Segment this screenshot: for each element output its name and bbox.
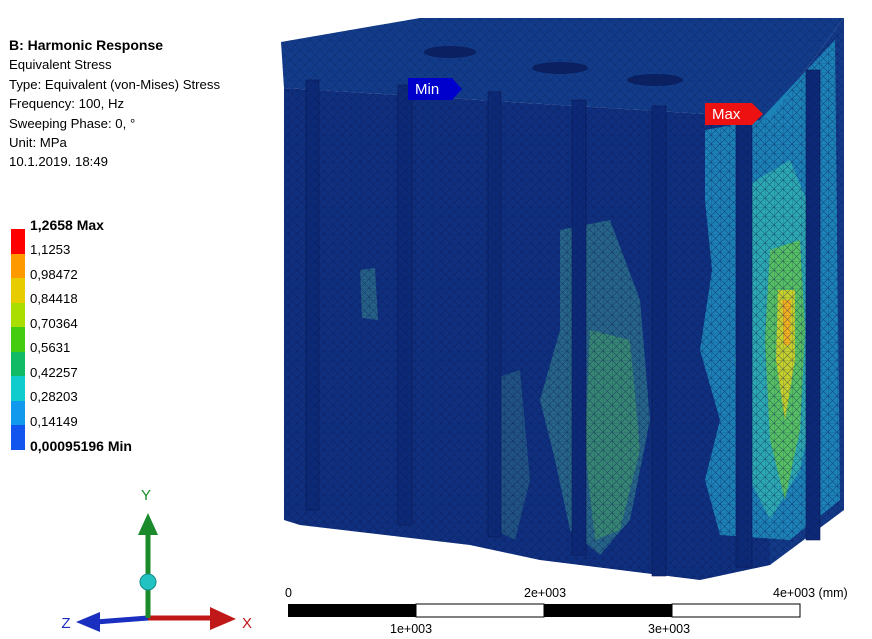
legend-label: 0,5631 <box>30 340 71 355</box>
legend-label: 0,14149 <box>30 413 78 429</box>
legend-swatch <box>11 400 25 425</box>
legend-label: 0,28203 <box>30 389 78 404</box>
analysis-title: B: Harmonic Response <box>9 37 164 53</box>
info-line-phase: Sweeping Phase: 0, ° <box>9 115 136 131</box>
scale-label-4e3: 4e+003 (mm) <box>773 586 848 600</box>
info-line-frequency: Frequency: 100, Hz <box>9 96 125 112</box>
scale-label-2e3: 2e+003 <box>524 586 567 600</box>
min-probe-flag <box>408 78 462 100</box>
y-axis-label: Y <box>141 487 151 504</box>
z-axis-line <box>95 615 149 625</box>
legend-label: 0,84418 <box>30 291 78 306</box>
legend-label: 1,1253 <box>30 242 71 257</box>
legend-swatch <box>11 229 25 254</box>
info-line-result: Equivalent Stress <box>9 57 112 73</box>
legend-swatch <box>11 376 25 401</box>
legend-swatch <box>11 253 25 278</box>
scale-bar <box>288 603 801 618</box>
legend-swatch <box>11 302 25 327</box>
x-axis-label: X <box>242 615 252 632</box>
mesh-body <box>281 18 844 580</box>
min-probe-label: Min <box>415 81 439 98</box>
legend-label: 0,42257 <box>30 364 78 380</box>
legend-label: 0,70364 <box>30 315 78 331</box>
z-axis-label: Z <box>61 615 70 632</box>
info-line-type: Type: Equivalent (von-Mises) Stress <box>9 76 221 92</box>
legend-label-max: 1,2658 Max <box>30 217 104 233</box>
legend-label: 0,98472 <box>30 266 78 282</box>
legend-label-min: 0,00095196 Min <box>30 438 132 454</box>
scale-label-1e3: 1e+003 <box>390 622 433 636</box>
max-probe-flag <box>705 103 763 125</box>
x-arrow-icon <box>210 607 236 630</box>
result-info-panel: B: Harmonic Response Equivalent Stress T… <box>9 36 220 172</box>
triad-origin-icon <box>139 573 157 591</box>
info-line-unit: Unit: MPa <box>9 135 67 151</box>
info-line-timestamp: 10.1.2019. 18:49 <box>9 154 108 170</box>
z-arrow-icon <box>76 612 100 632</box>
max-probe-label: Max <box>712 106 741 123</box>
legend-swatch <box>11 351 25 376</box>
legend-swatch <box>11 327 25 352</box>
legend-swatch <box>11 278 25 303</box>
axis-triad[interactable]: Y Z X <box>61 487 252 632</box>
scale-label-3e3: 3e+003 <box>648 622 691 636</box>
legend-swatch <box>11 425 25 450</box>
max-probe[interactable]: Max <box>705 103 763 125</box>
min-probe[interactable]: Min <box>408 78 462 100</box>
y-arrow-icon <box>138 513 158 535</box>
scale-label-0: 0 <box>285 586 292 600</box>
